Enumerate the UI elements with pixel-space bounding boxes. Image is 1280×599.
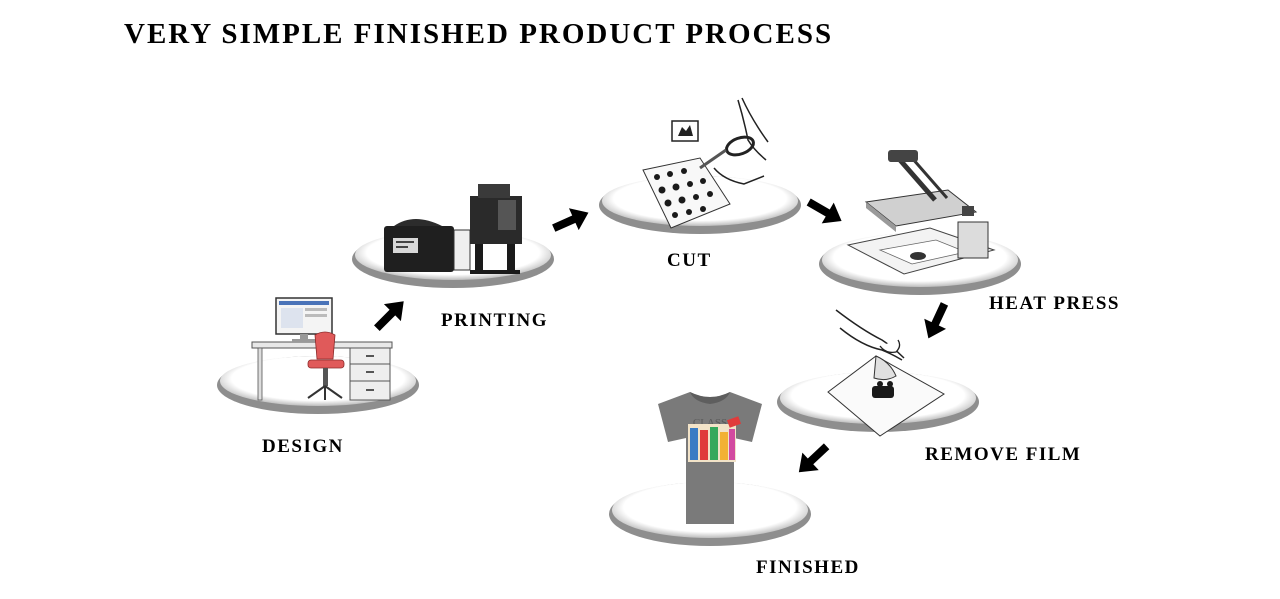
arrow-cut-to-heat-press [806, 198, 842, 224]
step-label-remove-film: REMOVE FILM [925, 444, 1082, 465]
tshirt-icon: CLASS [658, 392, 762, 524]
step-label-printing: PRINTING [441, 310, 549, 331]
arrow-remove-film-to-finished [798, 443, 830, 473]
arrow-design-to-printing [374, 301, 404, 331]
arrows [374, 198, 949, 473]
step-label-heat-press: HEAT PRESS [989, 293, 1120, 314]
step-label-cut: CUT [667, 250, 712, 271]
peel-film-icon [827, 309, 945, 437]
arrow-printing-to-cut [552, 208, 589, 232]
page-title: VERY SIMPLE FINISHED PRODUCT PROCESS [124, 18, 834, 50]
arrow-heat-press-to-remove-film [924, 302, 949, 339]
step-label-design: DESIGN [262, 436, 344, 457]
heat-press-icon [846, 150, 996, 275]
step-label-finished: FINISHED [756, 557, 860, 578]
desk-computer-icon [251, 297, 393, 401]
scissors-cut-icon [642, 97, 769, 229]
printer-icon [384, 184, 522, 274]
